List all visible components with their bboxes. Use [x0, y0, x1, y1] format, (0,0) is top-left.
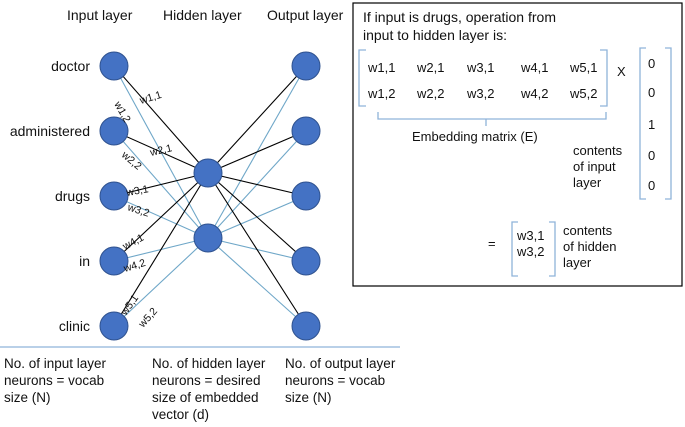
embedding-matrix-label: Embedding matrix (E): [412, 129, 538, 144]
weight-label-6: w3,2: [125, 201, 151, 220]
matrix-cell-r2-c2: w2,2: [416, 86, 444, 101]
input-node-doctor: [99, 51, 129, 81]
weight-label-10: w5,2: [136, 305, 161, 330]
footer-output-line-2: neurons = vocab: [285, 373, 385, 388]
vector-entry-4: 0: [648, 148, 655, 163]
matrix-cell-r2-c1: w1,2: [367, 86, 395, 101]
vector-entry-3: 1: [648, 117, 655, 132]
edge-hidden-1-output-4: [207, 172, 307, 262]
edge-input-5-hidden-1: [113, 172, 209, 327]
input-node-clinic: [99, 311, 129, 341]
matrix-cell-r2-c4: w4,2: [520, 86, 548, 101]
matrix-underbrace: [377, 112, 607, 120]
input-node-drugs: [99, 181, 129, 211]
input-contents-line1: contents: [573, 143, 623, 158]
result-entry-2: w3,2: [516, 244, 544, 259]
footer-hidden-line-4: vector (d): [152, 407, 209, 422]
times-sign: X: [617, 64, 626, 79]
footer-output-line-1: No. of output layer: [285, 356, 396, 371]
matrix-cell-r1-c2: w2,1: [416, 60, 444, 75]
footer-notes: No. of input layer neurons = vocab size (N…: [4, 356, 396, 422]
vector-entry-5: 0: [648, 178, 655, 193]
matrix-cell-r1-c1: w1,1: [367, 60, 395, 75]
input-word-label: in: [79, 253, 90, 269]
output-node-5: [291, 311, 321, 341]
hidden-node-1: [193, 158, 223, 188]
edge-input-1-hidden-1: [113, 65, 209, 174]
vector-entry-1: 0: [648, 56, 655, 71]
footer-hidden-line-2: neurons = desired: [152, 373, 260, 388]
result-right-bracket: [549, 221, 556, 277]
input-word-label: clinic: [59, 318, 90, 334]
input-node-in: [99, 246, 129, 276]
equals-sign: =: [488, 236, 496, 251]
output-node-2: [291, 116, 321, 146]
footer-hidden-line-1: No. of hidden layer: [152, 356, 266, 371]
input-node-administered: [99, 116, 129, 146]
footer-input-line-1: No. of input layer: [4, 356, 107, 371]
hidden-contents-line3: layer: [563, 255, 592, 270]
panel-title-line1: If input is drugs, operation from: [363, 9, 556, 25]
vector-entry-2: 0: [648, 85, 655, 100]
matrix-left-bracket: [358, 49, 366, 107]
panel-border: [352, 2, 683, 287]
matrix-cell-r2-c5: w5,2: [569, 86, 597, 101]
result-left-bracket: [511, 221, 518, 277]
network-nodes: [99, 51, 321, 341]
panel-title-line2: input to hidden layer is:: [363, 27, 507, 43]
edge-input-3-hidden-1: [113, 172, 209, 197]
matrix-cell-r1-c4: w4,1: [520, 60, 548, 75]
hidden-layer-header: Hidden layer: [163, 7, 242, 23]
footer-hidden-line-3: size of embedded: [152, 390, 259, 405]
result-entry-1: w3,1: [516, 228, 544, 243]
hidden-node-2: [193, 223, 223, 253]
output-node-1: [291, 51, 321, 81]
input-layer-header: Input layer: [67, 7, 133, 23]
input-contents-line3: layer: [573, 175, 602, 190]
edge-hidden-1-output-3: [207, 172, 307, 197]
edge-hidden-1-output-2: [207, 130, 307, 174]
hidden-contents-line2: of hidden: [563, 239, 617, 254]
matrix-right-bracket: [600, 49, 608, 107]
output-layer-header: Output layer: [267, 7, 344, 23]
matrix-cell-r1-c5: w5,1: [569, 60, 597, 75]
weight-label-3: w2,1: [148, 142, 173, 159]
footer-output-line-3: size (N): [285, 390, 332, 405]
weight-label-4: w2,2: [118, 148, 144, 172]
weight-label-1: w1,1: [137, 89, 163, 107]
edge-hidden-2-output-5: [207, 237, 307, 327]
edge-input-5-hidden-2: [113, 237, 209, 327]
footer-input-line-3: size (N): [4, 390, 51, 405]
input-word-label: doctor: [51, 58, 90, 74]
edge-input-4-hidden-1: [113, 172, 209, 262]
operation-panel: If input is drugs, operation from input …: [352, 2, 683, 287]
vector-left-bracket: [639, 47, 646, 200]
edge-input-2-hidden-1: [113, 130, 209, 174]
edge-hidden-1-output-5: [207, 172, 307, 327]
input-contents-line2: of input: [573, 159, 616, 174]
matrix-cell-r1-c3: w3,1: [466, 60, 494, 75]
input-word-label: administered: [10, 123, 90, 139]
edge-hidden-1-output-1: [207, 65, 307, 174]
vector-right-bracket: [665, 47, 672, 200]
weight-label-5: w3,1: [124, 183, 149, 199]
output-node-3: [291, 181, 321, 211]
footer-input-line-2: neurons = vocab: [4, 373, 104, 388]
input-word-label: drugs: [55, 188, 90, 204]
matrix-cell-r2-c3: w3,2: [466, 86, 494, 101]
network-edges: [113, 65, 307, 327]
panel-math: w1,1 w2,1 w3,1 w4,1 w5,1 w1,2 w2,2 w3,2 w4,2 w5,2…: [358, 47, 672, 277]
hidden-contents-line1: contents: [563, 223, 613, 238]
output-node-4: [291, 246, 321, 276]
